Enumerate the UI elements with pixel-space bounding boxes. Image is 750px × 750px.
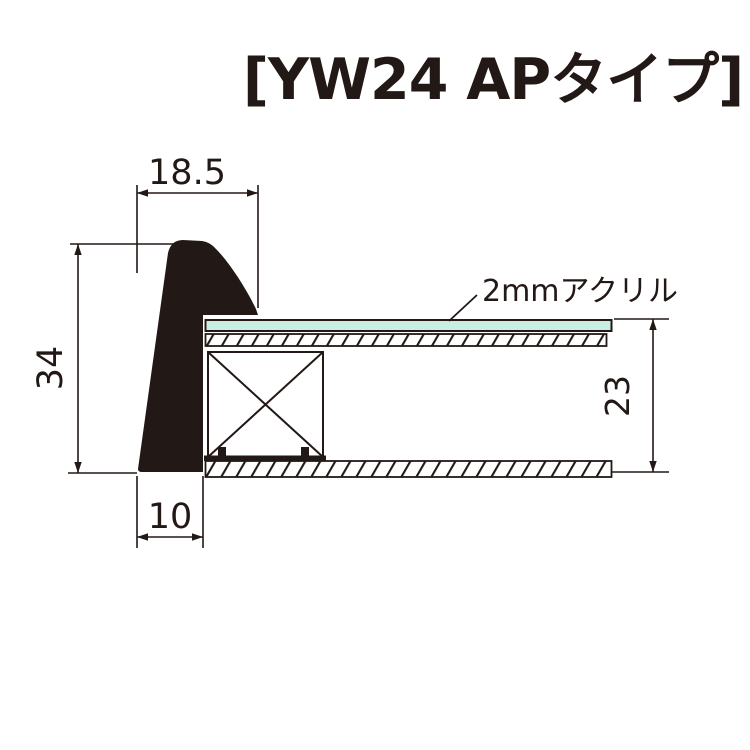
dim-label-right-height: 23 bbox=[598, 375, 637, 417]
dimension-right-height bbox=[612, 318, 669, 473]
arrowhead-right bbox=[247, 189, 258, 197]
acrylic-sheet bbox=[204, 319, 613, 332]
spacer-base-bar bbox=[204, 455, 326, 461]
dim-label-left-height: 34 bbox=[31, 346, 71, 391]
dimension-left-height bbox=[68, 243, 177, 474]
moulding-profile-shape bbox=[138, 240, 258, 472]
arrowhead-left bbox=[137, 189, 148, 197]
spacer-diagonal-2 bbox=[207, 351, 324, 458]
hatched-board-lower bbox=[204, 460, 613, 478]
arrowhead-left bbox=[137, 533, 148, 541]
hatched-board-upper bbox=[204, 333, 608, 347]
dim-label-bottom-width: 10 bbox=[148, 497, 193, 537]
retainer-tab-left bbox=[218, 447, 226, 456]
arrowhead-right bbox=[192, 533, 203, 541]
retainer-tab-right bbox=[301, 447, 309, 456]
leader-line bbox=[448, 294, 478, 322]
dimension-bottom-width bbox=[136, 476, 204, 548]
page-title: [YW24 APタイプ] bbox=[243, 47, 743, 113]
dimension-top-width bbox=[136, 185, 259, 308]
arrowhead-bottom bbox=[74, 462, 82, 473]
arrowhead-top bbox=[649, 319, 657, 330]
spacer-cross-section bbox=[204, 351, 326, 461]
arrowhead-bottom bbox=[649, 461, 657, 472]
dim-label-top-width: 18.5 bbox=[148, 153, 226, 193]
acrylic-callout-label: 2mmアクリル bbox=[482, 274, 678, 309]
arrowhead-top bbox=[74, 244, 82, 255]
